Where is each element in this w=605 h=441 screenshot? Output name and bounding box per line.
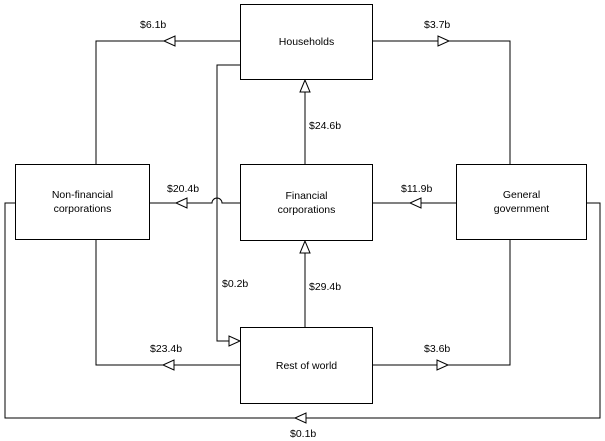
connector-fin-nonfin: [150, 197, 240, 204]
arrowhead-households-nonfin: [162, 35, 176, 47]
node-non-financial-label: Non-financial corporations: [51, 189, 114, 215]
arrowhead-households-govt: [437, 35, 451, 47]
connector-row-nonfin: [95, 240, 240, 366]
flow-label-row-fin: $29.4b: [309, 281, 342, 293]
flow-label-households-govt: $3.7b: [424, 19, 451, 31]
arrowhead-row-fin: [299, 239, 311, 254]
node-rest-of-world-label: Rest of world: [275, 359, 338, 372]
node-rest-of-world: Rest of world: [240, 327, 373, 404]
flow-label-row-govt: $3.6b: [424, 343, 451, 355]
arrowhead-households-row: [228, 335, 242, 347]
node-households-label: Households: [278, 36, 335, 48]
flow-label-govt-fin: $11.9b: [401, 183, 433, 195]
flow-label-households-row: $0.2b: [222, 278, 249, 290]
node-financial-corporations: Financial corporations: [240, 164, 373, 241]
flow-label-fin-nonfin: $20.4b: [167, 183, 200, 195]
arrowhead-fin-households: [299, 78, 311, 93]
arrowhead-row-govt: [436, 359, 450, 371]
arrowhead-fin-nonfin: [174, 197, 188, 209]
connector-row-govt: [373, 240, 511, 366]
node-general-government-label: General government: [493, 189, 550, 215]
flow-label-fin-households: $24.6b: [309, 120, 342, 132]
node-general-government: General government: [456, 164, 587, 240]
arrowhead-row-nonfin: [161, 359, 175, 371]
arrowhead-outer-loop: [293, 412, 307, 424]
flow-label-households-nonfin: $6.1b: [140, 19, 167, 31]
connector-households-nonfin: [95, 40, 240, 164]
connector-households-govt: [373, 40, 511, 164]
node-non-financial-corporations: Non-financial corporations: [15, 164, 150, 240]
arrowhead-govt-fin: [408, 197, 422, 209]
flow-label-row-nonfin: $23.4b: [150, 343, 183, 355]
node-households: Households: [240, 4, 373, 80]
flow-label-outer-loop: $0.1b: [290, 428, 317, 440]
node-financial-label: Financial corporations: [277, 189, 336, 216]
